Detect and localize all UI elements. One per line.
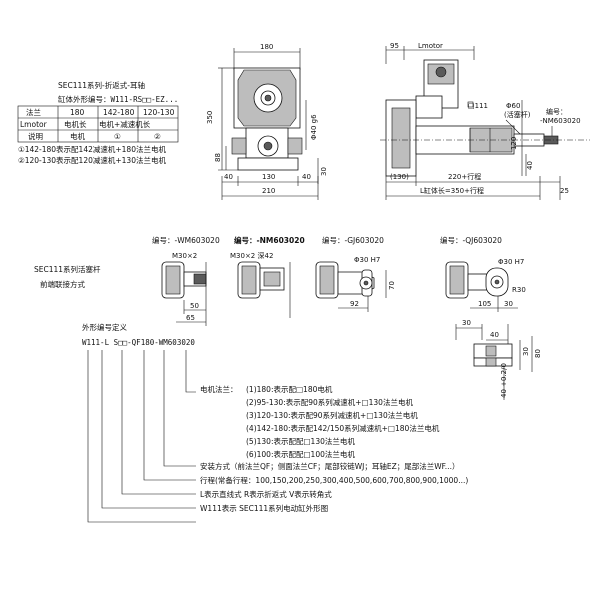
table-cell: 142-180 [103, 108, 135, 117]
trunnion-right [287, 137, 303, 155]
rod-dim-a: M30×2 [172, 252, 197, 260]
motor-flange-item: (2)95-130:表示配90系列减速机+□130法兰电机 [246, 397, 413, 407]
flange-table: 法兰 180 142-180 120-130 Lmotor 电机长 电机+减速机… [17, 105, 179, 143]
clevis-tol: 40 +0.2/0 [500, 363, 508, 398]
rod-code: 编号：-NM603020 [234, 235, 305, 245]
table-cell: 120-130 [143, 108, 175, 117]
legend-series: W111表示 SEC111系列电动缸外形图 [200, 503, 328, 513]
rod-dim-a: Φ30 H7 [354, 256, 380, 264]
dim-40-left: 40 [224, 173, 233, 181]
dim-total: L缸体长=350+行程 [420, 186, 484, 195]
rod-dim-b: 92 [350, 300, 359, 308]
legend-mounting: 安装方式（前法兰QF；侧面法兰CF；尾部铰链WJ；耳轴EZ；尾部法兰WF...） [200, 461, 459, 471]
rod-caption-1: SEC111系列活塞杆 [34, 264, 101, 274]
motor-flange-item: (1)180:表示配□180电机 [246, 384, 333, 394]
motor-flange-item: (3)120-130:表示配90系列减速机+□130法兰电机 [246, 410, 418, 420]
front-view: 180 350 88 Φ40 g6 30 40 130 40 [206, 43, 328, 200]
motor-flange-item: (6)100:表示配配□100法兰电机 [246, 449, 355, 459]
table-cell: 说明 [28, 131, 43, 141]
clevis-d40: 40 [490, 331, 499, 339]
legend-title: 外形编号定义 [82, 322, 127, 332]
legend-stroke: 行程(常备行程：100,150,200,250,300,400,500,600,… [200, 475, 468, 485]
note-1: ①142-180表示配142减速机+180法兰电机 [18, 144, 166, 154]
rod-end-nm: 编号：-NM603020 M30×2 深42 [230, 235, 305, 318]
dim-stroke: 220+行程 [448, 172, 481, 181]
rod-dim-c: 70 [388, 281, 396, 290]
rod-code: 编号：-QJ603020 [440, 235, 502, 245]
code-label: 编号： [546, 107, 567, 116]
rod-code: 编号：-WM603020 [152, 235, 220, 245]
table-cell: 电机 [70, 131, 85, 141]
dim-95: 95 [390, 42, 399, 50]
table-cell: ① [114, 132, 121, 141]
trunnion-left [231, 137, 247, 155]
dim-40-right: 40 [302, 173, 311, 181]
rod-code: 编号：-GJ603020 [322, 235, 384, 245]
clevis-detail: 30 40 30 80 40 +0.2/0 [455, 319, 542, 400]
rod-caption-2: 前端联接方式 [40, 279, 85, 289]
code-value: -NM603020 [540, 117, 581, 125]
dim-130-paren: (130) [390, 173, 409, 181]
table-cell: Lmotor [20, 120, 48, 129]
rod-dim-a: M30×2 深42 [230, 251, 273, 260]
table-cell: 法兰 [26, 107, 41, 117]
dim-180: 180 [260, 43, 273, 51]
clevis-d80: 80 [534, 349, 542, 358]
dim-40: 40 [526, 161, 534, 170]
dim-30: 30 [320, 167, 328, 176]
dim-88: 88 [214, 153, 222, 162]
table-cell: 电机+减速机长 [99, 119, 151, 129]
rod-end-wm: 编号：-WM603020 M30×2 50 65 [152, 235, 220, 326]
dim-lmotor: Lmotor [418, 42, 443, 50]
code-legend: 外形编号定义 W111-L S□□-QF180-WM603020 电机法兰： (… [82, 322, 468, 523]
legend-code: W111-L S□□-QF180-WM603020 [82, 338, 195, 347]
side-view: 95 Lmotor □111 Φ60 (活塞杆) 编号： -NM603020 1… [380, 42, 590, 200]
clevis-d30b: 30 [522, 347, 530, 356]
note-2: ②120-130表示配120减速机+130法兰电机 [18, 155, 166, 165]
dim-210: 210 [262, 187, 275, 195]
table-cell: 电机长 [64, 119, 87, 129]
rod-end-gj: 编号：-GJ603020 Φ30 H7 92 70 [315, 235, 396, 312]
dim-120: 120 [510, 137, 518, 150]
rod-end-qj: 编号：-QJ603020 Φ30 H7 105 30 R30 [440, 235, 526, 312]
code-label: 缸体外形编号：W111-RS□□-EZ... [58, 94, 178, 104]
series-title: SEC111系列-折返式-耳轴 [58, 80, 145, 90]
table-cell: ② [154, 132, 161, 141]
rod-dim-b: 105 [478, 300, 491, 308]
dim-piston-rod: (活塞杆) [504, 110, 531, 119]
legend-type: L表示直线式 R表示折返式 V表示转角式 [200, 489, 332, 499]
dim-25: 25 [560, 187, 569, 195]
dim-350: 350 [206, 111, 214, 124]
table-cell: 180 [70, 108, 85, 117]
motor-flange-item: (4)142-180:表示配142/150系列减速机+□180法兰电机 [246, 423, 440, 433]
motor-flange-item: (5)130:表示配配□130法兰电机 [246, 436, 355, 446]
motor-flange-title: 电机法兰： [200, 384, 238, 394]
rod-dim-b: 50 [190, 302, 199, 310]
dim-phi60: Φ60 [506, 102, 520, 110]
rod-dim-a: Φ30 H7 [498, 258, 524, 266]
dim-130: 130 [262, 173, 275, 181]
rod-dim-c: 65 [186, 314, 195, 322]
rod-dim-c: 30 [504, 300, 513, 308]
dim-shaft-dia: Φ40 g6 [310, 114, 318, 140]
dim-square111: □111 [468, 102, 488, 110]
top-left-block: SEC111系列-折返式-耳轴 缸体外形编号：W111-RS□□-EZ... 法… [17, 80, 179, 165]
rod-dim-d: R30 [512, 286, 526, 294]
clevis-d30a: 30 [462, 319, 471, 327]
